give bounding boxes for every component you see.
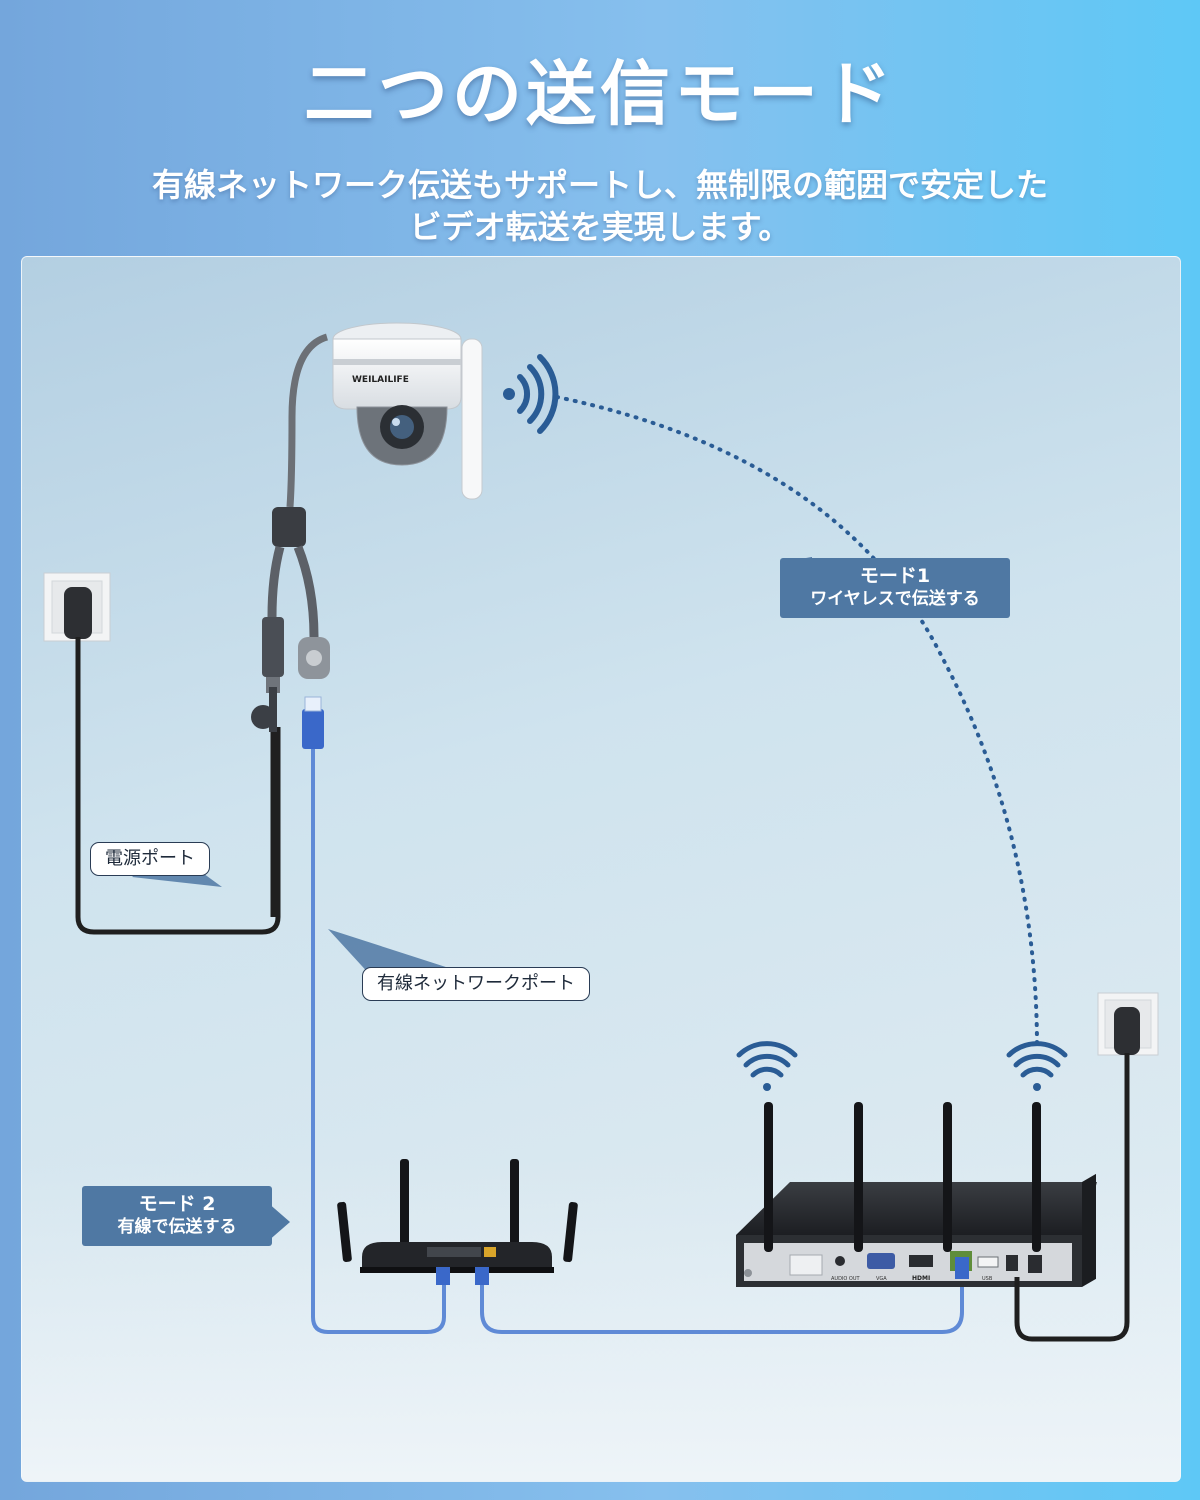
nvr-usb-label: USB <box>982 1276 993 1282</box>
nvr-wifi-icon-right <box>1006 1041 1068 1091</box>
nvr-hdmi-label: HDMI <box>912 1275 930 1282</box>
page-subtitle-line1: 有線ネットワーク伝送もサポートし、無制限の範囲で安定した <box>151 166 1048 204</box>
power-cable-right <box>1014 1053 1130 1342</box>
diagram-panel: WEILAILIFE <box>21 256 1181 1482</box>
mode1-description: ワイヤレスで伝送する <box>810 589 980 609</box>
mode1-title: モード1 <box>859 565 931 587</box>
nvr-recorder: AUDIO OUT VGA HDMI USB <box>736 1102 1097 1288</box>
camera-brand-label: WEILAILIFE <box>352 375 409 385</box>
lan-cable-camera-to-router <box>311 749 446 1334</box>
camera-wifi-signal-icon <box>503 354 559 434</box>
nvr-vga-label: VGA <box>876 1276 887 1282</box>
power-cable-left <box>75 637 281 935</box>
wall-outlet-right <box>1097 992 1159 1056</box>
page-subtitle-line2: ビデオ転送を実現します。 <box>409 208 791 246</box>
connection-diagram: WEILAILIFE <box>22 322 1180 1481</box>
dome-camera: WEILAILIFE <box>286 322 483 508</box>
mode2-description: 有線で伝送する <box>117 1217 237 1237</box>
mode2-title: モード 2 <box>138 1193 216 1215</box>
camera-pigtail <box>251 507 330 917</box>
mode2-callout-pointer <box>267 1202 290 1242</box>
nvr-audio-out-label: AUDIO OUT <box>831 1276 861 1282</box>
lan-cable-router-to-nvr <box>480 1277 964 1334</box>
power-port-label: 電源ポート <box>90 842 210 876</box>
router <box>337 1159 578 1285</box>
wireless-path <box>555 395 1039 1049</box>
mode2-callout: モード 2 有線で伝送する <box>82 1186 272 1246</box>
wired-port-pointer <box>328 929 452 977</box>
wired-network-port-label: 有線ネットワークポート <box>362 967 590 1001</box>
page-title: 二つの送信モード <box>304 53 896 135</box>
wall-outlet-left <box>43 572 111 642</box>
nvr-wifi-icon-left <box>736 1041 798 1091</box>
mode1-callout: モード1 ワイヤレスで伝送する <box>780 558 1010 618</box>
